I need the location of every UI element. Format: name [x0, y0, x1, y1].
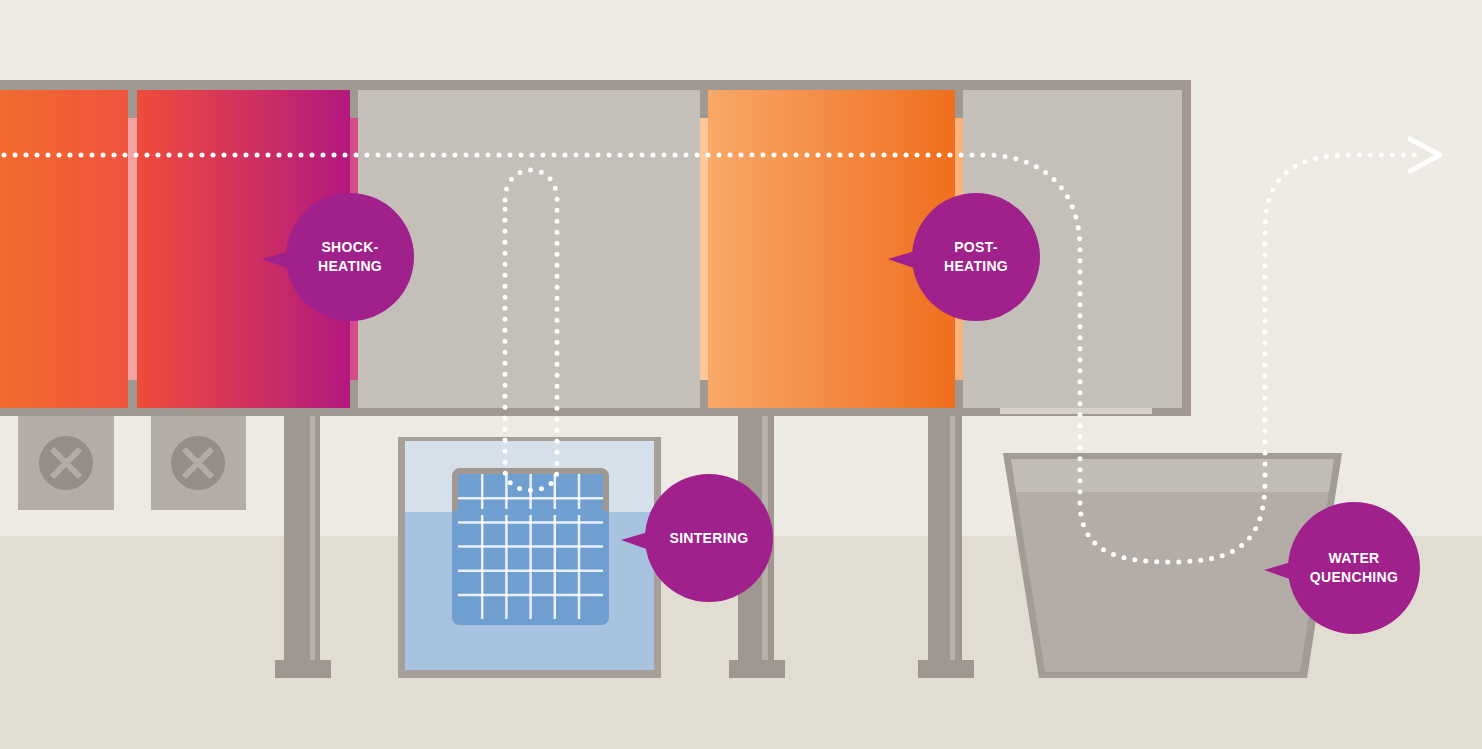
- bubble-pointer: [1264, 560, 1304, 590]
- callout-bubble: WATER QUENCHING: [1288, 502, 1420, 634]
- exit-opening: [1000, 408, 1152, 414]
- furnace-legs: [275, 416, 974, 678]
- callout-bubble: SHOCK- HEATING: [286, 193, 414, 321]
- furnace-frame: [0, 80, 1191, 416]
- callout-label: SHOCK- HEATING: [307, 238, 393, 276]
- sintering-tank: [398, 437, 661, 678]
- bubble-pointer: [888, 249, 928, 279]
- door-strip: [700, 118, 708, 380]
- callout-bubble: SINTERING: [645, 474, 773, 602]
- arrow-head: [1410, 139, 1440, 171]
- callout-bubble: POST- HEATING: [912, 193, 1040, 321]
- bubble-pointer: [262, 249, 302, 279]
- preheat-zone: [0, 90, 128, 408]
- callout-label: SINTERING: [670, 529, 749, 548]
- bubble-pointer: [621, 530, 661, 560]
- callout-label: WATER QUENCHING: [1302, 549, 1406, 587]
- callout-label: POST- HEATING: [933, 238, 1019, 276]
- fan-unit: [18, 416, 246, 510]
- quench-tank: [1003, 453, 1342, 678]
